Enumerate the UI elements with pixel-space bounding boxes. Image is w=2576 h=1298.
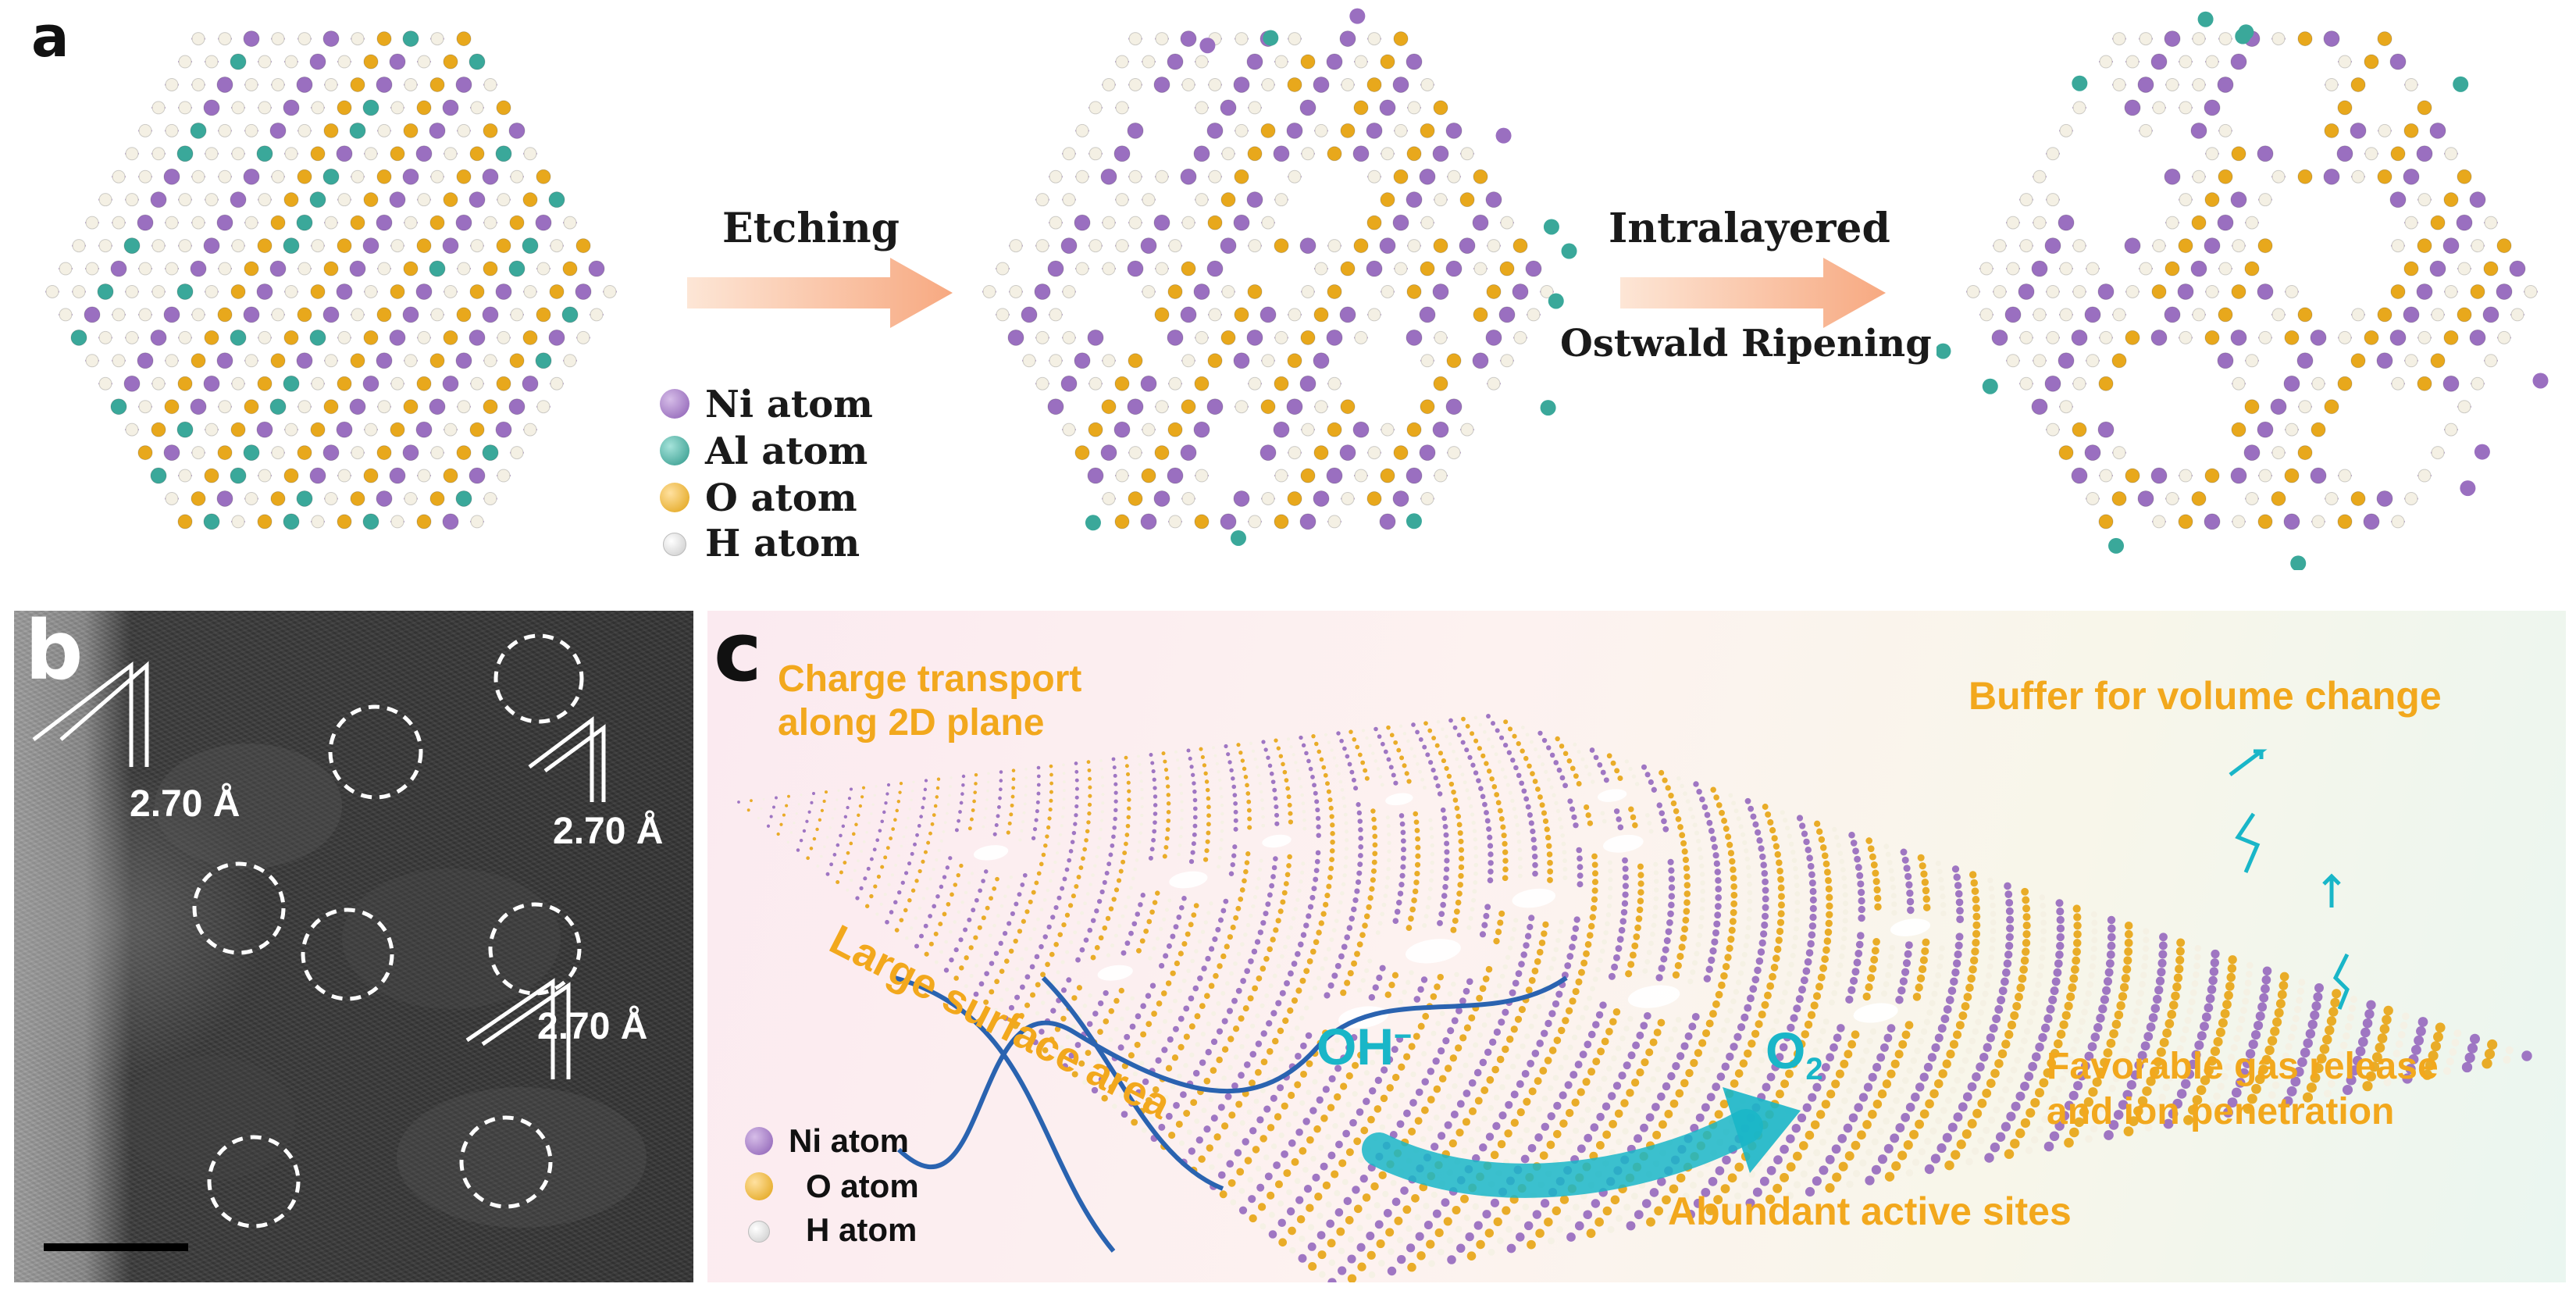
spacing-label-1: 2.70 Å bbox=[130, 783, 240, 825]
oh-text: OH bbox=[1317, 1018, 1394, 1075]
fringe-marker bbox=[528, 716, 606, 802]
ldh-sheet-pristine bbox=[45, 30, 617, 530]
buffer-label: Buffer for volume change bbox=[1969, 674, 2442, 718]
scale-bar bbox=[44, 1243, 188, 1251]
spacing-label-2: 2.70 Å bbox=[553, 811, 664, 852]
h-swatch bbox=[663, 533, 686, 556]
ni-swatch bbox=[745, 1127, 773, 1155]
legend-c-ni: Ni atom bbox=[745, 1122, 964, 1166]
panel-c: c Charge transport along 2D plane Buffer… bbox=[707, 611, 2566, 1282]
gas-release-line1: Favorable gas release bbox=[2047, 1046, 2439, 1087]
legend-o: O atom bbox=[660, 476, 917, 523]
ni-swatch bbox=[660, 389, 689, 419]
ldh-sheet-ripened bbox=[1936, 11, 2549, 570]
al-swatch bbox=[660, 436, 689, 465]
pore-circle bbox=[488, 902, 582, 996]
tem-image: b 2.70 Å 2.70 Å 2.70 Å bbox=[14, 611, 693, 1282]
legend-c-h-label: H atom bbox=[806, 1211, 917, 1248]
pore-circle bbox=[459, 1115, 553, 1209]
legend-h-label: H atom bbox=[705, 522, 860, 565]
fringe-marker bbox=[32, 661, 149, 767]
oh-label: OH− bbox=[1317, 1017, 1412, 1076]
legend-o-label: O atom bbox=[705, 476, 857, 520]
spacing-label-3: 2.70 Å bbox=[537, 1006, 648, 1047]
active-sites-label: Abundant active sites bbox=[1668, 1189, 2072, 1233]
gas-release-label: Favorable gas release and ion penetratio… bbox=[2047, 1044, 2439, 1135]
pore-circle bbox=[207, 1135, 301, 1228]
charge-transport-label: Charge transport along 2D plane bbox=[778, 658, 1081, 745]
panel-c-letter: c bbox=[714, 611, 762, 700]
pore-circle bbox=[328, 704, 423, 800]
porous-ni-oh-sheet bbox=[737, 714, 2532, 1282]
o-swatch bbox=[745, 1172, 773, 1200]
fringe-marker bbox=[465, 978, 571, 1079]
etching-arrow bbox=[687, 258, 953, 328]
tem-overlay bbox=[32, 633, 647, 1251]
legend-c-ni-label: Ni atom bbox=[789, 1122, 910, 1159]
oh-sup: − bbox=[1394, 1019, 1413, 1054]
h-swatch bbox=[748, 1221, 770, 1243]
intralayered-label: Intralayered bbox=[1609, 205, 1890, 252]
ostwald-ripening-label: Ostwald Ripening bbox=[1560, 322, 1932, 366]
pore-circle bbox=[301, 908, 394, 1001]
legend-h: H atom bbox=[660, 522, 917, 569]
panel-a-letter: a bbox=[31, 4, 69, 70]
charge-transport-line2: along 2D plane bbox=[778, 702, 1045, 743]
legend-ni: Ni atom bbox=[660, 383, 917, 430]
legend-c-o-label: O atom bbox=[806, 1168, 919, 1204]
pore-circle bbox=[192, 861, 286, 955]
o2-sub: 2 bbox=[1805, 1052, 1823, 1087]
gas-release-line2: and ion penetration bbox=[2047, 1091, 2395, 1132]
ldh-sheet-etched bbox=[982, 8, 1577, 546]
ripening-arrow bbox=[1620, 258, 1886, 328]
panel-b-letter: b bbox=[25, 611, 84, 698]
legend-c-h: H atom bbox=[745, 1211, 964, 1255]
o2-text: O bbox=[1765, 1022, 1806, 1079]
legend-ni-label: Ni atom bbox=[705, 383, 873, 426]
o-swatch bbox=[660, 483, 689, 512]
legend-c-o: O atom bbox=[745, 1168, 964, 1211]
legend-al-label: Al atom bbox=[705, 430, 868, 473]
charge-transport-line1: Charge transport bbox=[778, 658, 1082, 700]
legend-al: Al atom bbox=[660, 430, 917, 476]
o2-label: O2 bbox=[1765, 1021, 1823, 1087]
etching-label: Etching bbox=[722, 205, 900, 252]
pore-circle bbox=[493, 633, 584, 724]
